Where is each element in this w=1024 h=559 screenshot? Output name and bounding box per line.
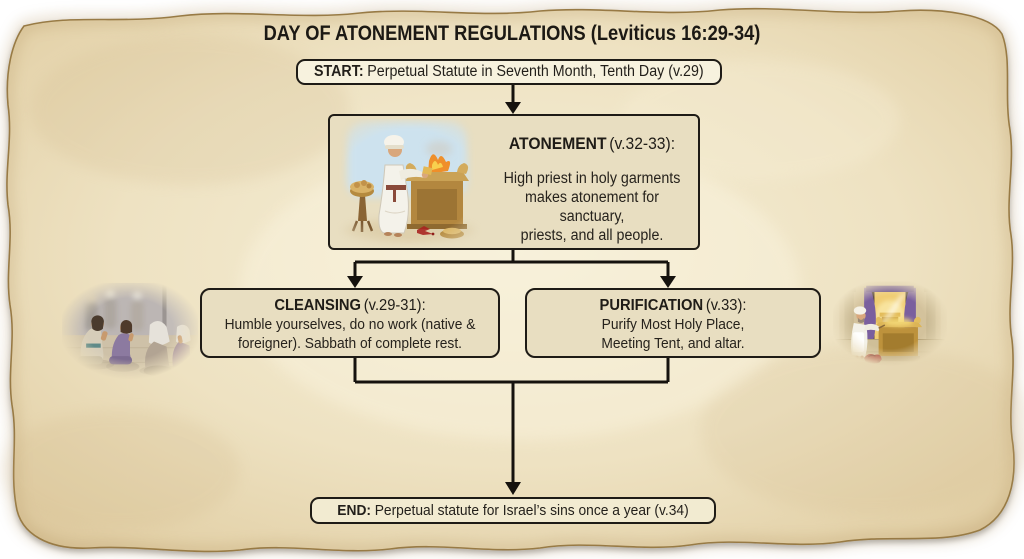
purification-body-line: Meeting Tent, and altar.	[601, 334, 745, 352]
censer-stand	[350, 180, 374, 232]
atonement-heading: ATONEMENT(v.32-33):	[508, 134, 676, 153]
blood-and-bowl	[417, 226, 464, 239]
high-priest-figure	[378, 135, 433, 237]
cleansing-body-line: foreigner). Sabbath of complete rest.	[238, 334, 462, 352]
atonement-body-line: makes atonement for sanctuary,	[525, 189, 659, 225]
kneeling-woman-mauve	[172, 324, 191, 369]
purification-body-line: Purify Most Holy Place,	[601, 316, 745, 333]
kneeling-worshippers-illustration	[60, 278, 200, 384]
priest-at-altar-illustration	[333, 119, 485, 247]
start-text: Perpetual Statute in Seventh Month, Tent…	[367, 63, 704, 80]
parchment-edge-burn	[2, 4, 1019, 556]
priest-figure	[851, 306, 886, 359]
most-holy-place-illustration	[831, 278, 949, 370]
start-label: START:	[314, 63, 364, 80]
end-label: END:	[337, 502, 372, 519]
purification-heading: PURIFICATION(v.33):	[599, 297, 747, 314]
kneeling-woman-purple	[109, 320, 134, 365]
kneeling-woman-scarf	[143, 321, 173, 376]
sacrifice-carcass	[864, 354, 882, 364]
start-box: START:Perpetual Statute in Seventh Month…	[296, 59, 722, 85]
atonement-body-line: priests, and all people.	[520, 227, 664, 244]
standing-figures	[85, 288, 144, 331]
atonement-text-block: ATONEMENT(v.32-33): High priest in holy …	[494, 116, 689, 252]
cleansing-heading: CLEANSING(v.29-31):	[274, 297, 426, 314]
golden-altar	[874, 316, 923, 362]
kneeling-man	[77, 315, 108, 365]
atonement-body-line: High priest in holy garments	[503, 170, 681, 187]
atonement-box: ATONEMENT(v.32-33): High priest in holy …	[328, 114, 700, 250]
page-title: DAY OF ATONEMENT REGULATIONS (Leviticus …	[263, 22, 761, 45]
end-text: Perpetual statute for Israel’s sins once…	[374, 502, 689, 519]
cleansing-box: CLEANSING(v.29-31): Humble yourselves, d…	[200, 288, 500, 358]
altar-of-sacrifice	[405, 141, 469, 229]
end-box: END:Perpetual statute for Israel’s sins …	[310, 497, 716, 524]
cleansing-body-line: Humble yourselves, do no work (native &	[224, 316, 476, 333]
purification-box: PURIFICATION(v.33): Purify Most Holy Pla…	[525, 288, 821, 358]
